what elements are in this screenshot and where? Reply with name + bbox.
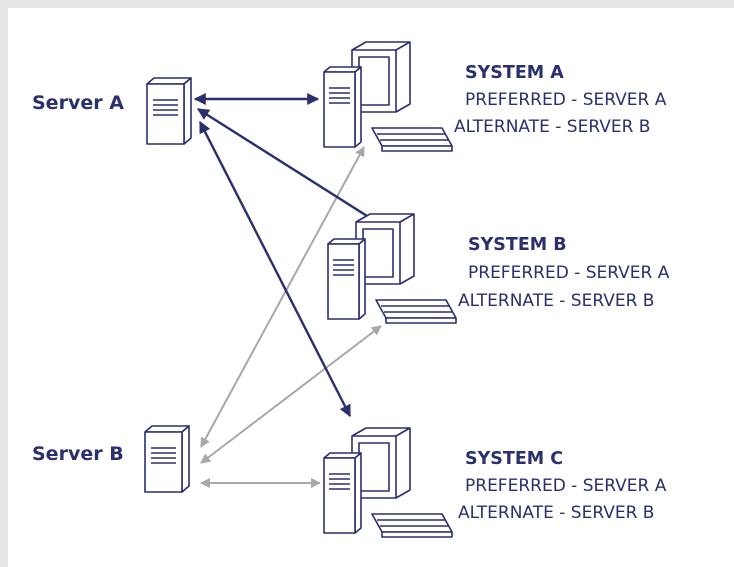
system-name: SYSTEM A: [465, 63, 564, 83]
system-name: SYSTEM C: [465, 449, 563, 469]
primary-connections: [193, 93, 388, 418]
system-alternate: ALTERNATE - SERVER B: [454, 117, 650, 137]
system-a-node: SYSTEM A PREFERRED - SERVER A ALTERNATE …: [323, 41, 667, 152]
system-alternate: ALTERNATE - SERVER B: [458, 291, 654, 311]
system-preferred: PREFERRED - SERVER A: [465, 90, 667, 110]
desktop-computer-icon: [323, 41, 453, 152]
server-b: Server B: [32, 425, 190, 493]
server-tower-icon: [144, 425, 190, 493]
server-a: Server A: [32, 77, 192, 145]
server-label: Server A: [32, 92, 124, 114]
server-tower-icon: [146, 77, 192, 145]
system-c-node: SYSTEM C PREFERRED - SERVER A ALTERNATE …: [323, 427, 667, 538]
system-b-node: SYSTEM B PREFERRED - SERVER A ALTERNATE …: [327, 213, 670, 324]
system-preferred: PREFERRED - SERVER A: [465, 476, 667, 496]
connection-server-a-system-c: [198, 120, 352, 418]
server-label: Server B: [32, 443, 124, 465]
desktop-computer-icon: [323, 427, 453, 538]
desktop-computer-icon: [327, 213, 457, 324]
system-preferred: PREFERRED - SERVER A: [468, 263, 670, 283]
system-name: SYSTEM B: [468, 235, 567, 255]
system-alternate: ALTERNATE - SERVER B: [458, 503, 654, 523]
